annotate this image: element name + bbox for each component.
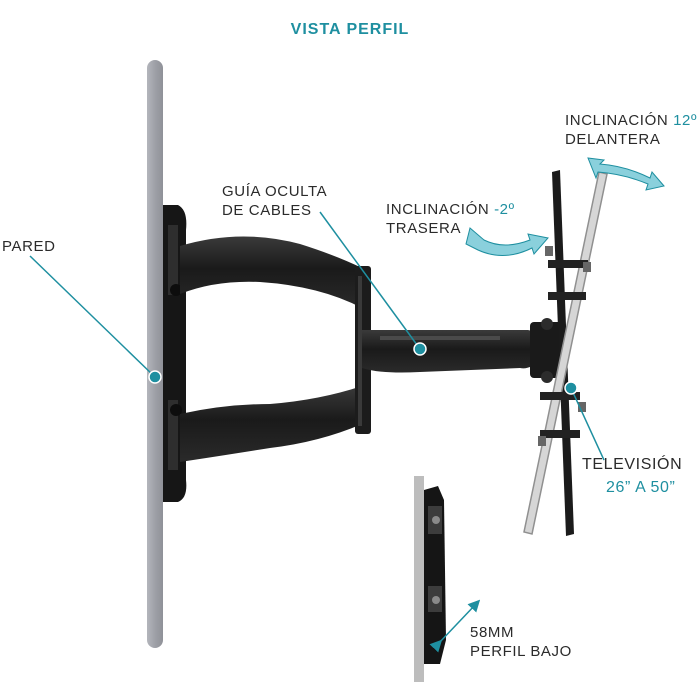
pointer-dot-icon bbox=[564, 381, 578, 395]
lower-arm bbox=[180, 386, 362, 462]
label-pared-text: PARED bbox=[2, 238, 56, 255]
label-television-sizes: 26” A 50” bbox=[606, 479, 676, 496]
diagonal-double-arrow-icon bbox=[429, 599, 481, 653]
leader-pared bbox=[29, 255, 156, 378]
label-television: TELEVISIÓN 26” A 50” bbox=[582, 455, 682, 497]
label-guia-line1: GUÍA OCULTA bbox=[222, 183, 328, 200]
label-inclinacion-delantera-word: INCLINACIÓN bbox=[565, 112, 669, 129]
label-inclinacion-trasera-word: INCLINACIÓN bbox=[386, 201, 490, 218]
curved-double-arrow-icon bbox=[465, 227, 549, 256]
label-inclinacion-delantera: INCLINACIÓN 12º DELANTERA bbox=[565, 111, 697, 149]
front-arm bbox=[362, 330, 540, 373]
leader-television bbox=[570, 387, 605, 461]
label-pared: PARED bbox=[2, 237, 56, 256]
label-guia-line2: DE CABLES bbox=[222, 202, 312, 219]
label-television-title: TELEVISIÓN bbox=[582, 456, 683, 473]
low-profile-inset bbox=[414, 476, 446, 682]
wall bbox=[147, 60, 163, 648]
label-perfil-line1: 58MM bbox=[470, 624, 515, 641]
pointer-dot-icon bbox=[413, 342, 427, 356]
label-inclinacion-trasera-value: -2º bbox=[494, 201, 515, 218]
label-perfil-bajo: 58MM PERFIL BAJO bbox=[470, 623, 572, 661]
label-inclinacion-trasera: INCLINACIÓN -2º TRASERA bbox=[386, 200, 515, 238]
tilt-head bbox=[530, 318, 566, 383]
label-guia-cables: GUÍA OCULTA DE CABLES bbox=[222, 182, 327, 220]
label-inclinacion-trasera-line2: TRASERA bbox=[386, 220, 462, 237]
diagram-title: VISTA PERFIL bbox=[290, 21, 410, 38]
label-perfil-line2: PERFIL BAJO bbox=[470, 643, 572, 660]
curved-double-arrow-icon bbox=[587, 157, 665, 191]
label-inclinacion-delantera-value: 12º bbox=[673, 112, 698, 129]
tv-bracket bbox=[538, 246, 591, 446]
pointer-dot-icon bbox=[148, 370, 162, 384]
label-inclinacion-delantera-line2: DELANTERA bbox=[565, 131, 661, 148]
upper-arm bbox=[180, 236, 362, 308]
arm-highlight bbox=[380, 336, 500, 340]
leader-guia bbox=[319, 211, 421, 350]
